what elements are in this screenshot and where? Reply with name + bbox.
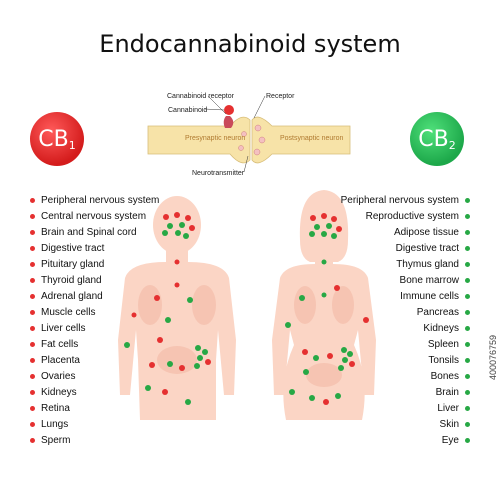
red-dot-icon — [30, 245, 35, 251]
red-dot-icon — [30, 325, 35, 331]
cannabinoid-receptor — [223, 116, 234, 128]
green-dot-icon — [465, 245, 470, 251]
synapse-diagram — [147, 95, 351, 173]
postsynaptic-neuron — [251, 116, 351, 164]
green-dot-icon — [465, 325, 470, 331]
list-item: Muscle cells — [30, 304, 159, 320]
list-item: Central nervous system — [30, 208, 159, 224]
red-dot-icon — [30, 437, 35, 443]
red-dot-icon — [30, 277, 35, 283]
red-dot-icon — [30, 373, 35, 379]
cb1-badge-label: CB — [38, 126, 69, 152]
list-item: Ovaries — [30, 368, 159, 384]
list-item: Pituitary gland — [30, 256, 159, 272]
green-dot-icon — [465, 405, 470, 411]
cb2-badge-label: CB — [418, 126, 449, 152]
list-item: Eye — [341, 432, 470, 448]
list-item: Bones — [341, 368, 470, 384]
list-item: Bone marrow — [341, 272, 470, 288]
presynaptic-neuron — [147, 116, 251, 164]
cb2-location-list: Peripheral nervous system Reproductive s… — [341, 192, 470, 448]
list-item: Liver — [341, 400, 470, 416]
cannabinoid-molecule — [224, 105, 234, 115]
list-item: Placenta — [30, 352, 159, 368]
list-item: Sperm — [30, 432, 159, 448]
green-dot-icon — [465, 213, 470, 219]
label-postsynaptic: Postsynaptic neuron — [280, 135, 344, 142]
red-dot-icon — [30, 197, 35, 203]
list-item: Retina — [30, 400, 159, 416]
green-dot-icon — [465, 437, 470, 443]
page-title: Endocannabinoid system — [99, 30, 401, 58]
list-item: Digestive tract — [341, 240, 470, 256]
green-dot-icon — [465, 341, 470, 347]
watermark-id: 400076759 — [488, 334, 498, 380]
female-body — [272, 190, 376, 420]
green-dot-icon — [465, 357, 470, 363]
list-item: Immune cells — [341, 288, 470, 304]
male-receptor-dots — [124, 212, 211, 405]
list-item: Digestive tract — [30, 240, 159, 256]
list-item: Adrenal gland — [30, 288, 159, 304]
list-item: Adipose tissue — [341, 224, 470, 240]
label-receptor: Receptor — [266, 93, 295, 100]
red-dot-icon — [30, 389, 35, 395]
green-dot-icon — [465, 293, 470, 299]
list-item: Spleen — [341, 336, 470, 352]
male-body — [118, 196, 236, 420]
label-cannabinoid: Cannabinoid — [168, 107, 207, 114]
list-item: Liver cells — [30, 320, 159, 336]
list-item: Fat cells — [30, 336, 159, 352]
label-presynaptic: Presynaptic neuron — [185, 135, 245, 142]
label-neurotransmitter: Neurotransmitter — [192, 170, 245, 177]
list-item: Brain and Spinal cord — [30, 224, 159, 240]
list-item: Lungs — [30, 416, 159, 432]
green-dot-icon — [465, 197, 470, 203]
green-dot-icon — [465, 421, 470, 427]
cb1-badge-sub: 1 — [68, 138, 76, 152]
female-receptor-dots — [285, 213, 369, 405]
green-dot-icon — [465, 309, 470, 315]
list-item: Reproductive system — [341, 208, 470, 224]
list-item: Skin — [341, 416, 470, 432]
list-item: Brain — [341, 384, 470, 400]
green-dot-icon — [465, 389, 470, 395]
list-item: Pancreas — [341, 304, 470, 320]
green-dot-icon — [465, 261, 470, 267]
list-item: Thyroid gland — [30, 272, 159, 288]
green-dot-icon — [465, 277, 470, 283]
label-cannabinoid-receptor: Cannabinoid receptor — [167, 93, 235, 100]
red-dot-icon — [30, 293, 35, 299]
list-item: Peripheral nervous system — [30, 192, 159, 208]
cb1-location-list: Peripheral nervous system Central nervou… — [30, 192, 159, 448]
red-dot-icon — [30, 405, 35, 411]
red-dot-icon — [30, 213, 35, 219]
red-dot-icon — [30, 357, 35, 363]
list-item: Kidneys — [341, 320, 470, 336]
list-item: Thymus gland — [341, 256, 470, 272]
green-dot-icon — [465, 373, 470, 379]
list-item: Tonsils — [341, 352, 470, 368]
red-dot-icon — [30, 229, 35, 235]
red-dot-icon — [30, 421, 35, 427]
red-dot-icon — [30, 309, 35, 315]
red-dot-icon — [30, 341, 35, 347]
cb2-badge-sub: 2 — [448, 138, 456, 152]
red-dot-icon — [30, 261, 35, 267]
green-dot-icon — [465, 229, 470, 235]
list-item: Kidneys — [30, 384, 159, 400]
list-item: Peripheral nervous system — [341, 192, 470, 208]
